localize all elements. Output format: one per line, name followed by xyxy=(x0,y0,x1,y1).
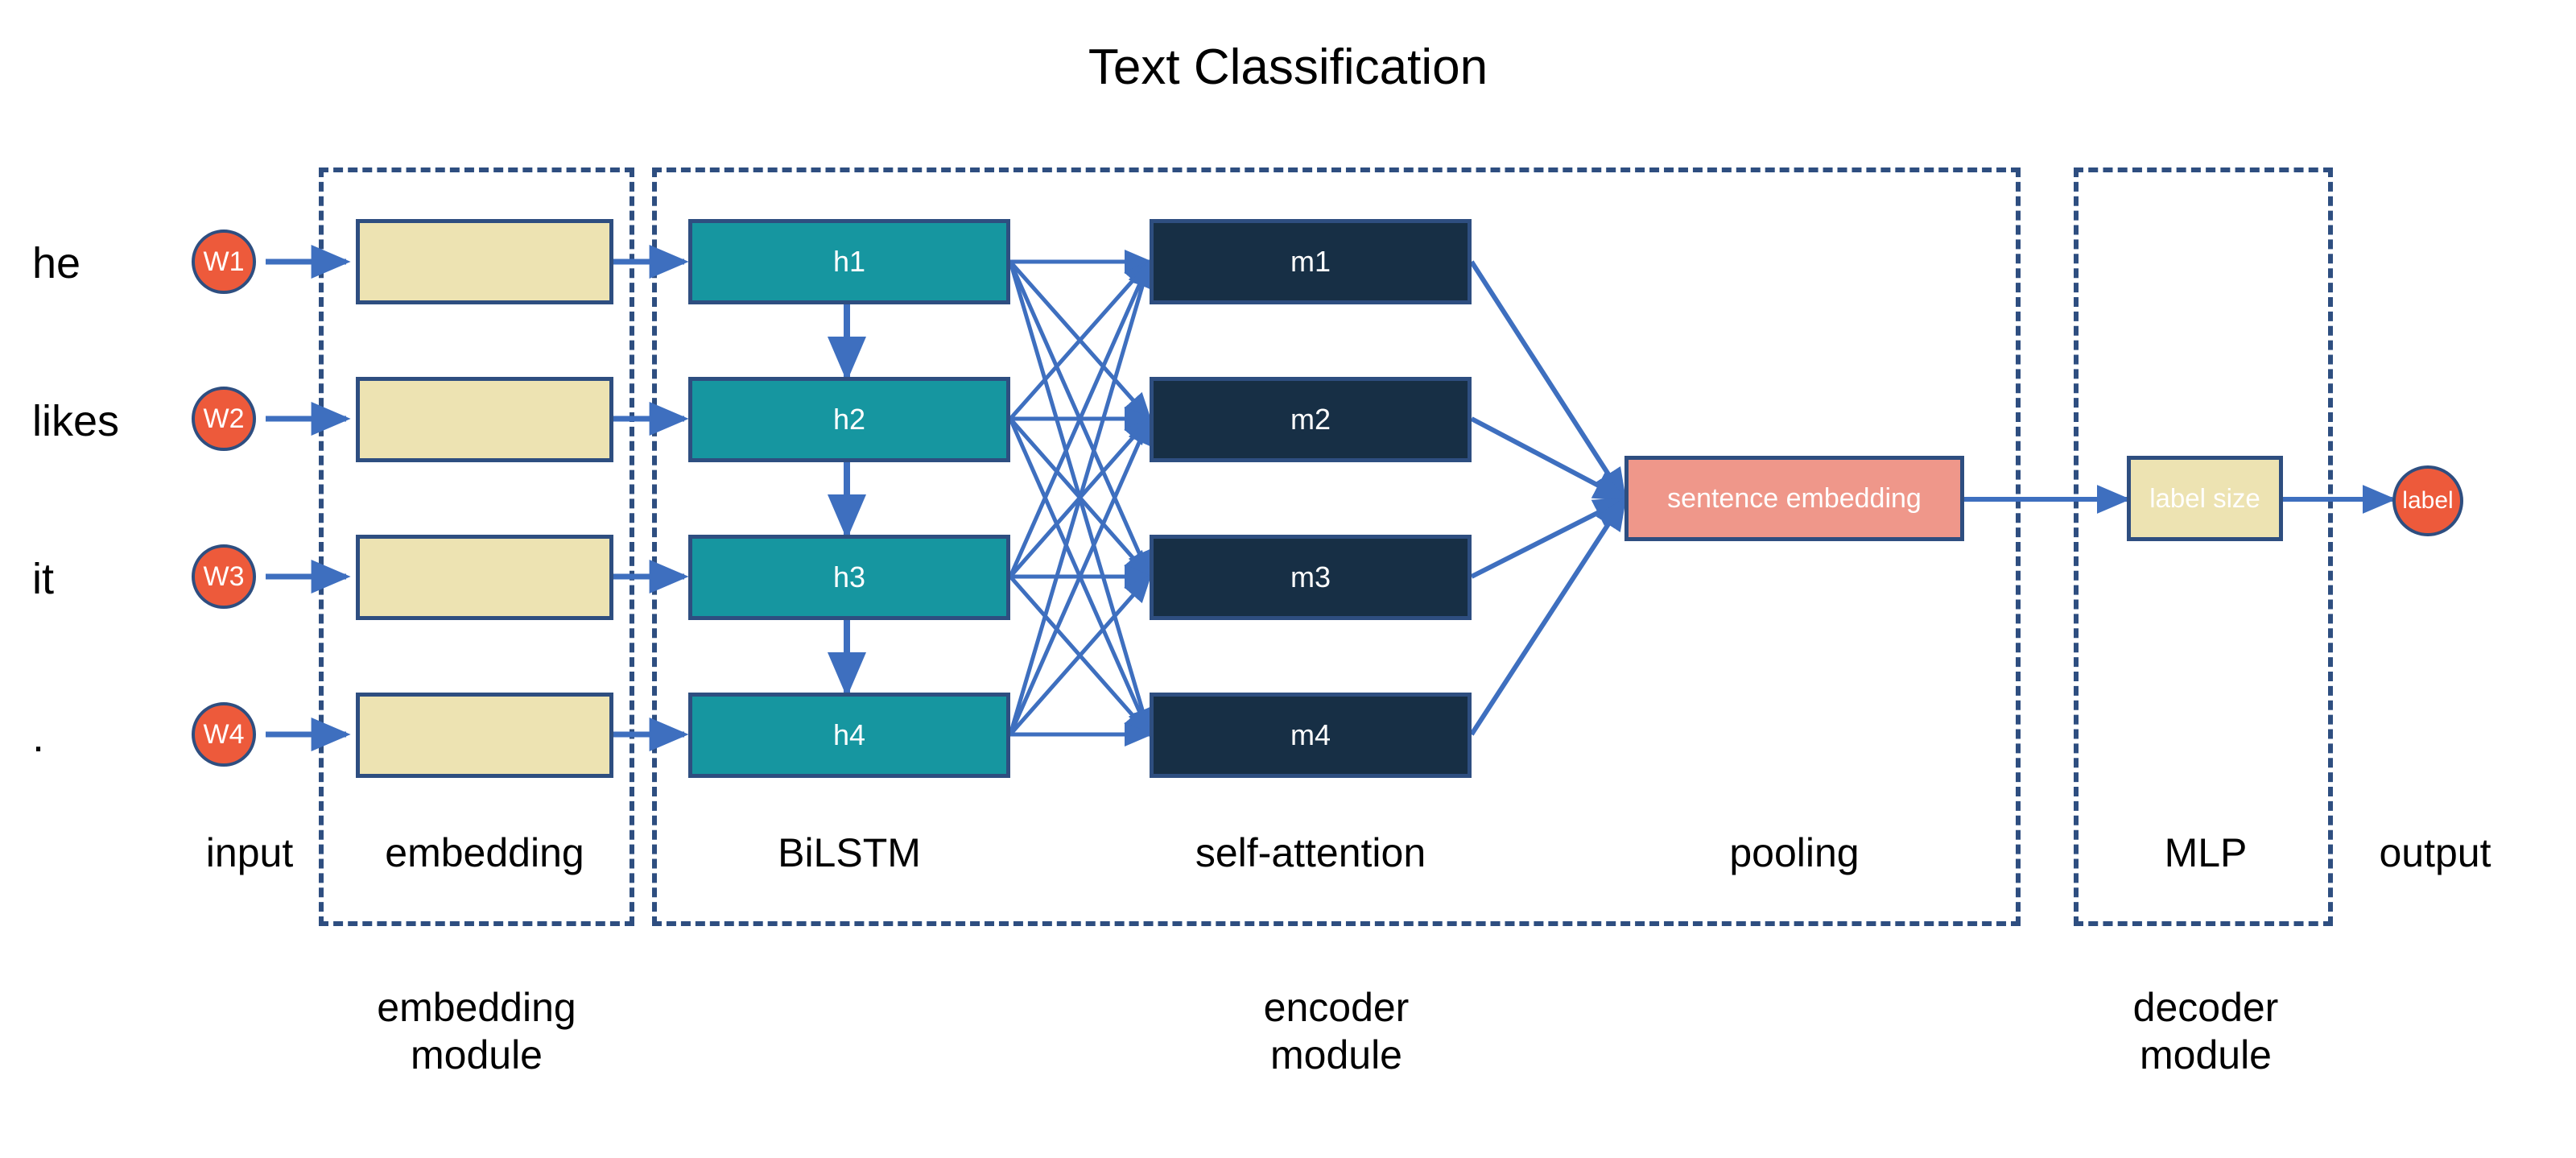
word-node-label: W3 xyxy=(203,560,245,592)
sentence-embedding-box[interactable]: sentence embedding xyxy=(1624,456,1964,541)
embedding-module-frame xyxy=(319,167,634,926)
embedding-box-1[interactable] xyxy=(356,219,613,304)
word-node-w2[interactable]: W2 xyxy=(192,387,256,451)
self-attention-box-m3[interactable]: m3 xyxy=(1150,535,1472,620)
stage-caption-embedding: embedding xyxy=(385,830,584,875)
bilstm-box-label: h3 xyxy=(832,560,866,593)
word-node-label: W2 xyxy=(203,403,245,434)
input-token: it xyxy=(32,555,54,603)
module-caption-encoder: encoder module xyxy=(652,984,2021,1079)
bilstm-box-h4[interactable]: h4 xyxy=(688,693,1010,778)
stage-caption-mlp: MLP xyxy=(2164,830,2248,875)
self-attention-box-m4[interactable]: m4 xyxy=(1150,693,1472,778)
stage-caption-bilstm: BiLSTM xyxy=(778,830,921,875)
module-caption-line2: module xyxy=(1270,1032,1402,1077)
label-size-box[interactable]: label size xyxy=(2127,456,2283,541)
label-size-label: label size xyxy=(2149,483,2260,513)
bilstm-box-h2[interactable]: h2 xyxy=(688,377,1010,462)
input-token: . xyxy=(32,713,45,761)
self-attention-box-label: m4 xyxy=(1290,718,1331,751)
module-caption-line2: module xyxy=(2140,1032,2272,1077)
self-attention-box-m2[interactable]: m2 xyxy=(1150,377,1472,462)
word-node-label: W1 xyxy=(203,246,245,277)
embedding-box-2[interactable] xyxy=(356,377,613,462)
input-token: he xyxy=(32,239,81,287)
word-node-w3[interactable]: W3 xyxy=(192,544,256,609)
page-title: Text Classification xyxy=(1088,39,1488,95)
embedding-box-4[interactable] xyxy=(356,693,613,778)
stage-caption-pooling: pooling xyxy=(1729,830,1860,875)
stage-caption-self-attention: self-attention xyxy=(1195,830,1426,875)
output-label-text: label xyxy=(2402,487,2454,514)
module-caption-embedding: embedding module xyxy=(319,984,634,1079)
self-attention-box-label: m1 xyxy=(1290,245,1331,278)
bilstm-box-h3[interactable]: h3 xyxy=(688,535,1010,620)
embedding-box-3[interactable] xyxy=(356,535,613,620)
bilstm-box-label: h4 xyxy=(832,718,866,751)
self-attention-box-label: m2 xyxy=(1290,403,1331,436)
encoder-module-frame xyxy=(652,167,2021,926)
module-caption-line1: encoder xyxy=(1263,985,1410,1030)
stage-caption-output: output xyxy=(2379,830,2491,875)
self-attention-box-label: m3 xyxy=(1290,560,1331,593)
module-caption-decoder: decoder module xyxy=(2029,984,2383,1079)
decoder-module-frame xyxy=(2074,167,2333,926)
module-caption-line1: decoder xyxy=(2132,985,2279,1030)
output-label-node[interactable]: label xyxy=(2392,465,2463,536)
self-attention-box-m1[interactable]: m1 xyxy=(1150,219,1472,304)
word-node-w1[interactable]: W1 xyxy=(192,230,256,294)
bilstm-box-label: h2 xyxy=(832,403,866,436)
input-token: likes xyxy=(32,397,120,445)
stage-caption-input: input xyxy=(205,830,294,875)
word-node-w4[interactable]: W4 xyxy=(192,702,256,767)
sentence-embedding-label: sentence embedding xyxy=(1667,482,1922,514)
bilstm-box-label: h1 xyxy=(832,245,866,278)
module-caption-line1: embedding xyxy=(377,985,576,1030)
module-caption-line2: module xyxy=(411,1032,543,1077)
word-node-label: W4 xyxy=(203,718,245,750)
bilstm-box-h1[interactable]: h1 xyxy=(688,219,1010,304)
